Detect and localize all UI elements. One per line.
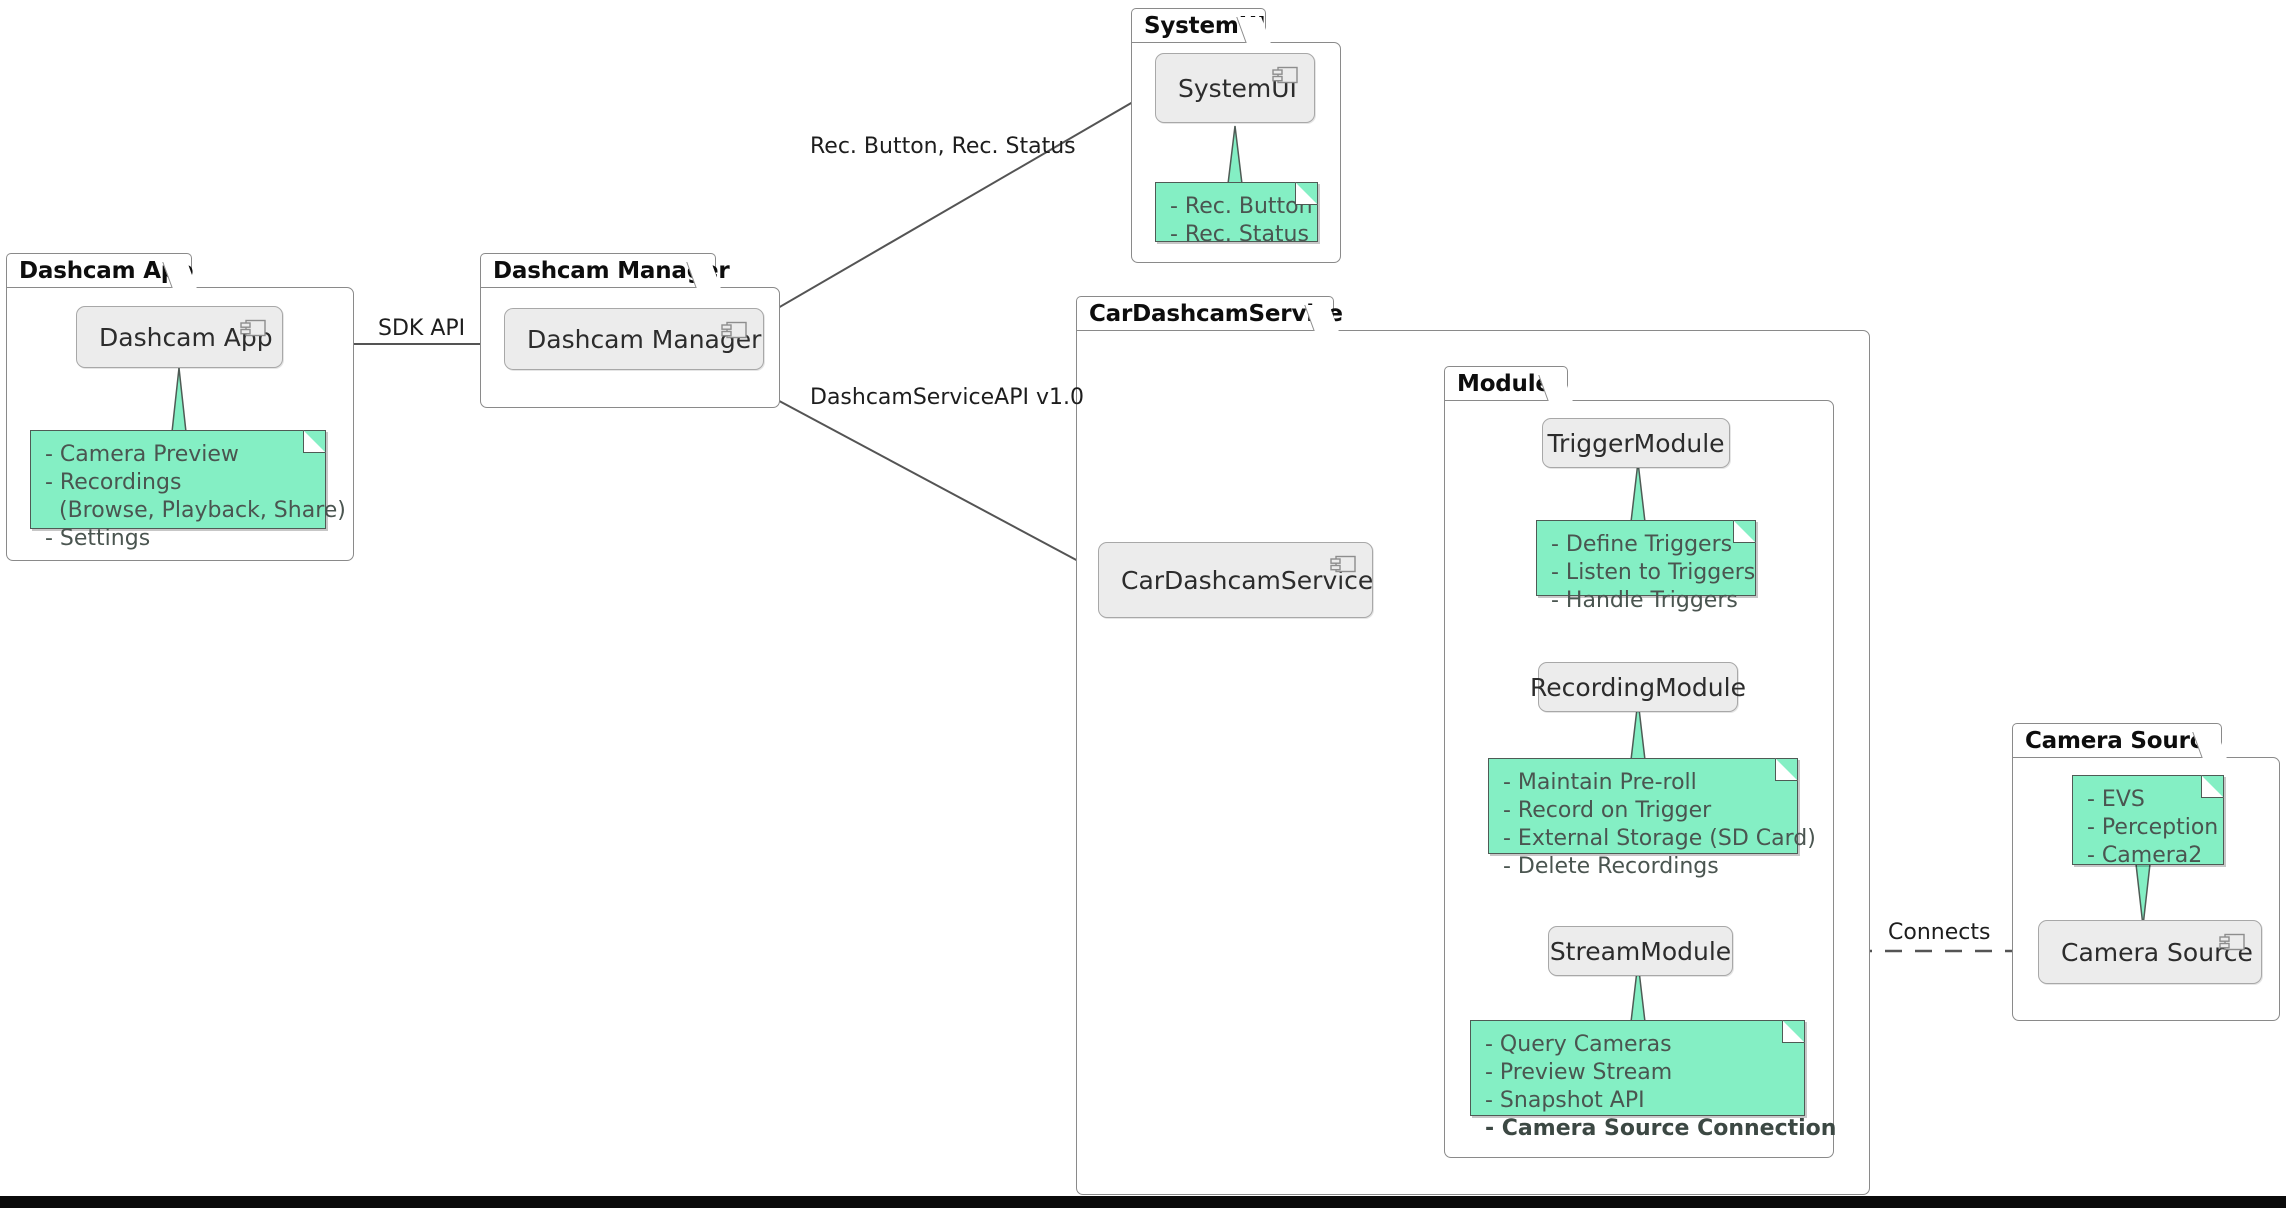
- note-line: - External Storage (SD Card): [1503, 826, 1816, 852]
- component-system-ui[interactable]: SystemUI: [1155, 53, 1315, 123]
- package-label-modules: Modules: [1444, 366, 1568, 400]
- component-camera-source[interactable]: Camera Source: [2038, 920, 2262, 984]
- note-line: - Rec. Button: [1170, 194, 1313, 219]
- component-label-stream-module: StreamModule: [1549, 936, 1732, 966]
- note-line: - Snapshot API: [1485, 1088, 1645, 1114]
- edge-label-rec-button-status: Rec. Button, Rec. Status: [810, 134, 1076, 159]
- component-stream-module[interactable]: StreamModule: [1548, 926, 1733, 976]
- edge-rec-button-status: [739, 94, 1146, 331]
- note-line: - Listen to Triggers: [1551, 560, 1756, 586]
- edge-label-connects: Connects: [1888, 920, 1991, 945]
- note-line: - Recordings: [45, 470, 182, 496]
- bottom-bar: [0, 1196, 2286, 1208]
- uml-component-icon: [1272, 66, 1298, 84]
- note-line: - Camera Preview: [45, 442, 239, 467]
- uml-component-icon: [721, 321, 747, 339]
- component-label-recording-module: RecordingModule: [1530, 672, 1746, 702]
- note-line: - Settings: [45, 526, 151, 552]
- note-line: - Define Triggers: [1551, 532, 1733, 557]
- component-dashcam-app[interactable]: Dashcam App: [76, 306, 283, 368]
- component-car-dashcam-service[interactable]: CarDashcamService: [1098, 542, 1373, 618]
- edge-label-sdk-api: SDK API: [378, 316, 466, 341]
- note-line: - Perception: [2087, 815, 2219, 841]
- note-line: - Camera Source Connection: [1485, 1116, 1837, 1142]
- note-system-ui: - Rec. Button - Rec. Status: [1155, 182, 1318, 247]
- package-label-dashcam-app: Dashcam App: [6, 253, 194, 287]
- uml-component-icon: [1330, 555, 1356, 573]
- note-line: - Maintain Pre-roll: [1503, 770, 1697, 795]
- note-line: (Browse, Playback, Share): [45, 498, 346, 524]
- note-recording-module: - Maintain Pre-roll - Record on Trigger …: [1488, 758, 1816, 879]
- note-stream-module: - Query Cameras - Preview Stream - Snaps…: [1470, 1020, 1836, 1141]
- package-label-dashcam-manager: Dashcam Manager: [480, 253, 730, 287]
- component-dashcam-manager[interactable]: Dashcam Manager: [504, 308, 764, 370]
- note-line: - Delete Recordings: [1503, 854, 1719, 880]
- package-label-camera-source: Camera Source: [2012, 723, 2222, 757]
- note-line: - EVS: [2087, 787, 2145, 812]
- component-recording-module[interactable]: RecordingModule: [1530, 662, 1746, 712]
- component-trigger-module[interactable]: TriggerModule: [1542, 418, 1730, 468]
- uml-component-icon: [2219, 933, 2245, 951]
- package-label-system-ui: SystemUI: [1131, 8, 1266, 42]
- note-line: - Preview Stream: [1485, 1060, 1673, 1086]
- note-line: - Record on Trigger: [1503, 798, 1712, 824]
- uml-component-icon: [240, 319, 266, 337]
- note-line: - Rec. Status: [1170, 222, 1309, 248]
- component-label-trigger-module: TriggerModule: [1547, 428, 1725, 458]
- edge-label-dashcamserviceapi: DashcamServiceAPI v1.0: [810, 385, 1084, 410]
- component-label-camera-source: Camera Source: [2061, 937, 2253, 967]
- package-label-car-dashcam-service: CarDashcamService: [1076, 296, 1343, 330]
- note-dashcam-app: - Camera Preview - Recordings (Browse, P…: [30, 430, 346, 551]
- note-line: - Camera2: [2087, 843, 2203, 869]
- note-camera-source: - EVS - Perception - Camera2: [2072, 775, 2224, 868]
- note-line: - Handle Triggers: [1551, 588, 1738, 614]
- note-trigger-module: - Define Triggers - Listen to Triggers -…: [1536, 520, 1756, 613]
- note-line: - Query Cameras: [1485, 1032, 1672, 1057]
